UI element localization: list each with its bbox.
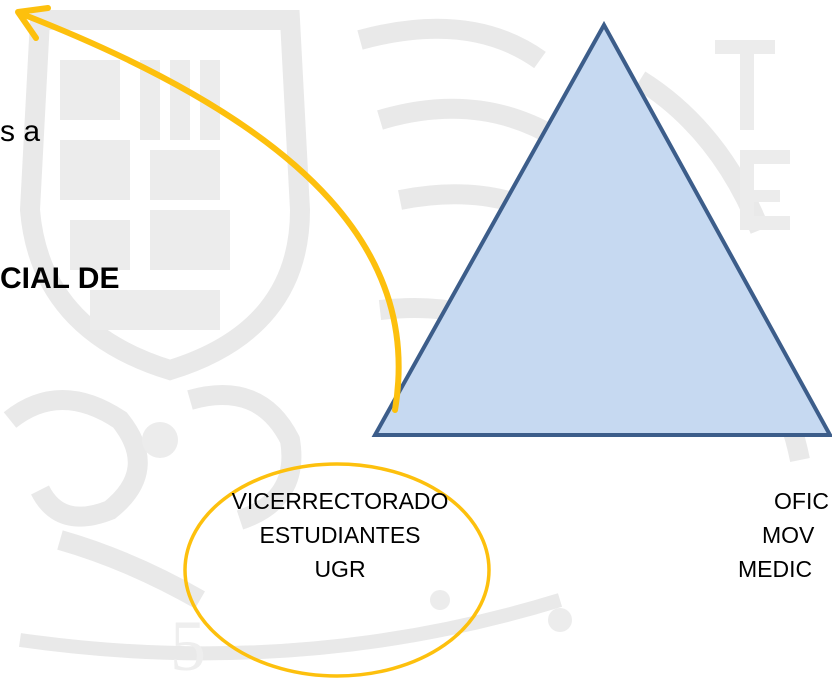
arrowhead-icon <box>15 5 51 41</box>
text-fragment-top: s a <box>0 115 41 148</box>
right-label-line-3: MEDIC <box>738 556 813 582</box>
highlight-ellipse <box>183 462 491 678</box>
text-fragment-bold: CIAL DE <box>0 262 120 295</box>
curved-arrow <box>19 11 402 413</box>
triangle-shape <box>371 20 832 437</box>
right-label-line-1: OFIC <box>774 488 829 514</box>
ellipse-label-line-3: UGR <box>314 556 366 582</box>
ellipse-label-line-1: VICERRECTORADO <box>231 488 449 514</box>
oficina-movilidad-label: OFIC MOV MEDIC <box>738 484 829 586</box>
right-label-line-2: MOV <box>762 522 815 548</box>
ellipse-label-line-2: ESTUDIANTES <box>259 522 421 548</box>
vicerrectorado-label: VICERRECTORADO ESTUDIANTES UGR <box>200 484 480 586</box>
